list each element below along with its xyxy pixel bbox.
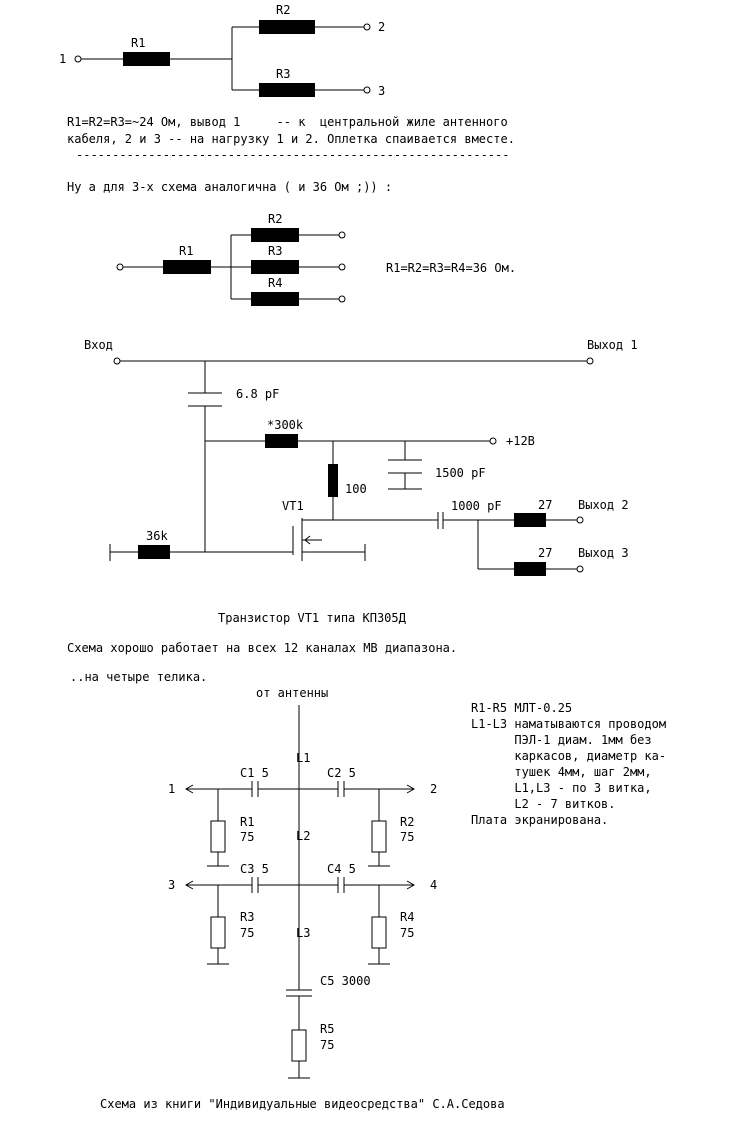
l1-label: L1 xyxy=(296,751,310,765)
c5-label: C5 3000 xyxy=(320,974,371,988)
resistor-27-a xyxy=(514,513,546,527)
four-way-intro: ..на четыре телика. xyxy=(70,670,207,684)
output2-terminal xyxy=(363,23,371,31)
resistor-r1 xyxy=(163,260,211,274)
output1-label: Выход 1 xyxy=(587,338,638,352)
antenna-label: от антенны xyxy=(256,686,328,700)
component-note: ПЭЛ-1 диам. 1мм без xyxy=(471,733,652,747)
gate-resistor-label: 36k xyxy=(146,529,168,543)
output-capacitor-label: 1000 pF xyxy=(451,499,502,513)
r3-label: R3 xyxy=(240,910,254,924)
resistor-36k xyxy=(138,545,170,559)
c1-label: C1 5 xyxy=(240,766,269,780)
component-note: R1-R5 МЛТ-0.25 xyxy=(471,701,572,715)
r3-value: 75 xyxy=(240,926,254,940)
output2-label: Выход 2 xyxy=(578,498,629,512)
load-resistor-label: 100 xyxy=(345,482,367,496)
port2-label: 2 xyxy=(430,782,437,796)
splitter2-note-line2: кабеля, 2 и 3 -- на нагрузку 1 и 2. Опле… xyxy=(67,132,515,146)
out2-resistor-label: 27 xyxy=(538,498,552,512)
r5-value: 75 xyxy=(320,1038,334,1052)
splitter-three-way: R1 R2 R3 R4 R1=R2=R3=R4=36 Ом. xyxy=(116,212,516,306)
r2-label: R2 xyxy=(268,212,282,226)
input-terminal xyxy=(74,55,82,63)
splitter-two-way: 1 R1 R2 2 R3 3 xyxy=(59,3,385,98)
separator-line: ----------------------------------------… xyxy=(76,148,509,162)
output2-label: 2 xyxy=(378,20,385,34)
output2-terminal xyxy=(576,516,584,524)
input-capacitor-label: 6.8 pF xyxy=(236,387,279,401)
output-terminal xyxy=(338,231,346,239)
r2-label: R2 xyxy=(400,815,414,829)
output-terminal xyxy=(338,263,346,271)
out3-resistor-label: 27 xyxy=(538,546,552,560)
r2-label: R2 xyxy=(276,3,290,17)
component-note: тушек 4мм, шаг 2мм, xyxy=(471,765,652,779)
resistor-300k xyxy=(265,434,298,448)
resistor-r4 xyxy=(371,916,387,949)
output3-label: Выход 3 xyxy=(578,546,629,560)
c4-label: C4 5 xyxy=(327,862,356,876)
c2-label: C2 5 xyxy=(327,766,356,780)
r1-label: R1 xyxy=(179,244,193,258)
r1-label: R1 xyxy=(131,36,145,50)
input-label: Вход xyxy=(84,338,113,352)
resistor-r2 xyxy=(259,20,315,34)
component-note: Плата экранирована. xyxy=(471,813,608,827)
resistor-r3 xyxy=(251,260,299,274)
r3-label: R3 xyxy=(276,67,290,81)
transistor-label: VT1 xyxy=(282,499,304,513)
splitter2-note-line1: R1=R2=R3=~24 Ом, вывод 1 -- к центрально… xyxy=(67,115,508,129)
resistor-r2 xyxy=(371,820,387,853)
resistor-r5 xyxy=(291,1029,307,1062)
four-way-splitter: от антенны L1 L2 L3 1 C1 5 C2 5 2 R1 75 … xyxy=(168,686,666,1079)
output1-terminal xyxy=(586,357,594,365)
resistor-r1 xyxy=(210,820,226,853)
resistor-r1 xyxy=(123,52,170,66)
r1-value: 75 xyxy=(240,830,254,844)
supply-label: +12В xyxy=(506,434,535,448)
splitter3-intro: Ну а для 3-х схема аналогична ( и 36 Ом … xyxy=(67,180,392,194)
component-note: L1-L3 наматываются проводом xyxy=(471,717,666,731)
resistor-r2 xyxy=(251,228,299,242)
r1-label: R1 xyxy=(240,815,254,829)
port4-label: 4 xyxy=(430,878,437,892)
l3-label: L3 xyxy=(296,926,310,940)
source-citation: Схема из книги "Индивидуальные видеосред… xyxy=(100,1097,505,1111)
input-terminal xyxy=(113,357,121,365)
output-terminal xyxy=(338,295,346,303)
supply-terminal xyxy=(489,437,497,445)
resistor-27-b xyxy=(514,562,546,576)
port3-label: 3 xyxy=(168,878,175,892)
bias-resistor-label: *300k xyxy=(267,418,304,432)
r4-label: R4 xyxy=(400,910,414,924)
r2-value: 75 xyxy=(400,830,414,844)
port1-label: 1 xyxy=(168,782,175,796)
resistor-100 xyxy=(328,464,338,497)
resistor-r4 xyxy=(251,292,299,306)
c3-label: C3 5 xyxy=(240,862,269,876)
supply-capacitor-label: 1500 pF xyxy=(435,466,486,480)
r4-label: R4 xyxy=(268,276,282,290)
r3-label: R3 xyxy=(268,244,282,258)
input-terminal xyxy=(116,263,124,271)
resistor-r3 xyxy=(210,916,226,949)
component-note: L1,L3 - по 3 витка, xyxy=(471,781,652,795)
component-note: L2 - 7 витков. xyxy=(471,797,616,811)
transistor-caption: Транзистор VT1 типа КП305Д xyxy=(218,611,407,625)
output3-terminal xyxy=(576,565,584,573)
r4-value: 75 xyxy=(400,926,414,940)
splitter3-note: R1=R2=R3=R4=36 Ом. xyxy=(386,261,516,275)
component-note: каркасов, диаметр ка- xyxy=(471,749,666,763)
output3-label: 3 xyxy=(378,84,385,98)
input-pin-label: 1 xyxy=(59,52,66,66)
resistor-r3 xyxy=(259,83,315,97)
amplifier-circuit: Вход Выход 1 6.8 pF *300k +12В 1500 pF 1… xyxy=(84,338,638,576)
r5-label: R5 xyxy=(320,1022,334,1036)
amplifier-remark: Схема хорошо работает на всех 12 каналах… xyxy=(67,641,457,655)
output3-terminal xyxy=(363,86,371,94)
l2-label: L2 xyxy=(296,829,310,843)
